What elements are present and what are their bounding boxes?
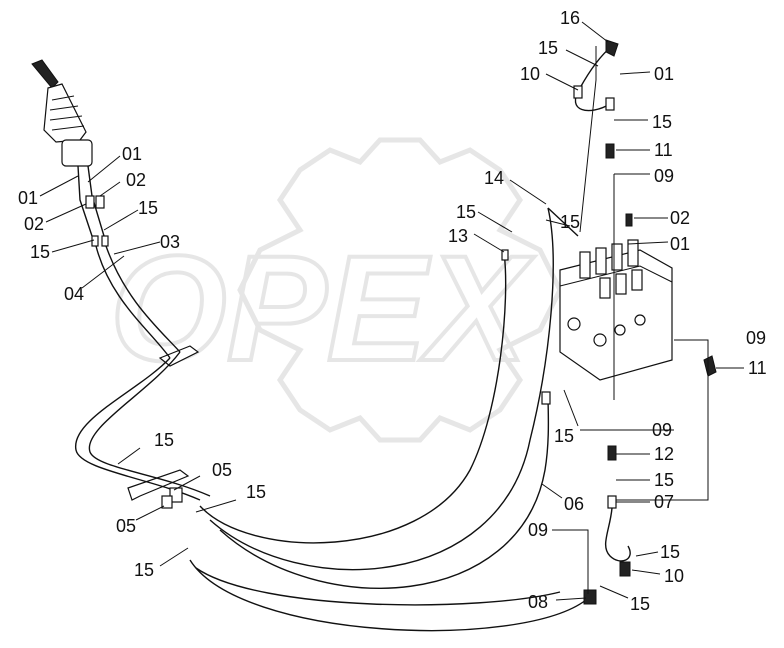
fitting-15-a xyxy=(91,235,99,247)
hose-14 xyxy=(209,207,554,571)
callout-02: 02 xyxy=(24,214,44,234)
callout-16: 16 xyxy=(560,8,580,28)
fitting-12 xyxy=(607,445,617,461)
hose-clamp-bracket xyxy=(158,345,200,367)
callout-09: 09 xyxy=(652,420,672,440)
callout-09: 09 xyxy=(654,166,674,186)
joystick-line-a xyxy=(77,165,93,237)
joystick-base xyxy=(61,139,93,167)
callout-14: 14 xyxy=(484,168,504,188)
callout-11: 11 xyxy=(748,358,767,378)
joystick xyxy=(31,59,109,247)
fitting-05-a xyxy=(169,487,183,503)
callout-15: 15 xyxy=(30,242,50,262)
fitting-08 xyxy=(583,589,597,605)
fitting-10-top xyxy=(573,85,583,99)
fitting-11-top xyxy=(605,143,615,159)
fitting-02-b xyxy=(95,195,105,209)
hose-10-bottom xyxy=(605,507,631,562)
hose-left-b xyxy=(88,351,211,497)
callout-15: 15 xyxy=(652,112,672,132)
callout-02: 02 xyxy=(670,208,690,228)
joystick-handle xyxy=(31,59,59,89)
hose-14-end xyxy=(547,207,579,237)
callout-15: 15 xyxy=(630,594,650,614)
fitting-07 xyxy=(607,495,617,509)
callout-11: 11 xyxy=(654,140,673,160)
callout-01: 01 xyxy=(670,234,690,254)
callout-15: 15 xyxy=(138,198,158,218)
callout-07: 07 xyxy=(654,492,674,512)
joystick-boot xyxy=(43,83,87,143)
hose-04 xyxy=(105,245,181,353)
fitting-02-valve xyxy=(625,213,633,227)
hose-13 xyxy=(199,251,507,544)
hose-03 xyxy=(95,245,171,359)
hose-08 xyxy=(189,559,587,632)
boot-ribs xyxy=(49,95,85,131)
callout-08: 08 xyxy=(528,592,548,612)
hose-06 xyxy=(219,395,550,589)
hose-left-a xyxy=(75,357,201,501)
callout-15: 15 xyxy=(554,426,574,446)
callout-02: 02 xyxy=(126,170,146,190)
callout-15: 15 xyxy=(154,430,174,450)
callout-13: 13 xyxy=(448,226,468,246)
callout-05: 05 xyxy=(116,516,136,536)
callout-01: 01 xyxy=(654,64,674,84)
callout-15: 15 xyxy=(456,202,476,222)
callout-10: 10 xyxy=(664,566,684,586)
callout-15: 15 xyxy=(246,482,266,502)
callout-12: 12 xyxy=(654,444,674,464)
callout-01: 01 xyxy=(122,144,142,164)
watermark-gear xyxy=(237,137,563,443)
control-valve xyxy=(559,239,673,381)
callout-06: 06 xyxy=(564,494,584,514)
callout-15: 15 xyxy=(538,38,558,58)
hose-lower xyxy=(195,567,561,606)
callout-labels: 16 15 10 01 15 11 09 14 15 15 02 13 01 0… xyxy=(18,8,767,614)
callout-03: 03 xyxy=(160,232,180,252)
callout-15: 15 xyxy=(134,560,154,580)
callout-15: 15 xyxy=(654,470,674,490)
callout-04: 04 xyxy=(64,284,84,304)
watermark-text: OPEX xyxy=(110,224,535,392)
fitting-13 xyxy=(501,249,509,261)
fitting-16 xyxy=(605,39,619,57)
callout-10: 10 xyxy=(520,64,540,84)
fitting-11-right xyxy=(703,355,717,377)
fitting-05-b xyxy=(161,495,173,509)
callout-01: 01 xyxy=(18,188,38,208)
callout-09: 09 xyxy=(528,520,548,540)
fitting-02-a xyxy=(85,195,95,209)
watermark: OPEX xyxy=(108,137,563,443)
fitting-10-bottom xyxy=(619,561,631,577)
fitting-15-b xyxy=(101,235,109,247)
fitting-06-end xyxy=(541,391,551,405)
callout-15: 15 xyxy=(560,212,580,232)
callout-09: 09 xyxy=(746,328,766,348)
callout-05: 05 xyxy=(212,460,232,480)
fitting-top-right xyxy=(605,97,615,111)
callout-15: 15 xyxy=(660,542,680,562)
leader-lines xyxy=(39,21,744,601)
